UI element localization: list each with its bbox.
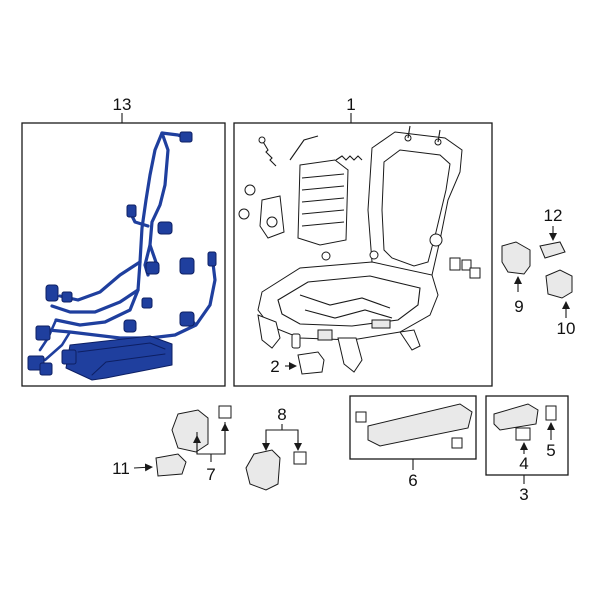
harness-box (21, 122, 226, 387)
part-10[interactable] (545, 269, 573, 299)
callout-8: 8 (277, 405, 286, 424)
callout-12: 12 (544, 206, 563, 225)
covers-group[interactable]: 9 12 10 (501, 206, 576, 338)
callout-6: 6 (408, 471, 417, 490)
callout-10: 10 (557, 319, 576, 338)
callout-8-bracket (265, 424, 299, 446)
part-8b[interactable] (293, 451, 307, 465)
part-7b[interactable] (218, 405, 232, 419)
cover-7-group[interactable]: 7 11 (112, 405, 232, 484)
callout-11: 11 (112, 459, 130, 478)
callout-1: 1 (346, 95, 355, 114)
switch-3-box (485, 395, 569, 476)
callout-5: 5 (546, 441, 555, 460)
callout-11-arrow (133, 463, 153, 472)
part-6-clip-a[interactable] (355, 411, 367, 423)
callout-4: 4 (519, 454, 528, 473)
part-3-bezel[interactable] (493, 403, 539, 431)
switch-3-group[interactable]: 4 5 3 (485, 395, 569, 504)
wire-harness-group[interactable]: 13 (21, 95, 226, 387)
cover-8-group[interactable]: 8 (245, 405, 307, 491)
part-4[interactable] (515, 427, 531, 441)
wire-harness-part[interactable] (27, 131, 217, 381)
seat-frame-group[interactable]: 1 (233, 95, 493, 387)
trim-6-group[interactable]: 6 (349, 395, 477, 490)
callout-3: 3 (519, 485, 528, 504)
part-6[interactable] (367, 403, 473, 447)
seat-frame-part[interactable] (238, 125, 481, 375)
callout-9: 9 (514, 297, 523, 316)
callout-7: 7 (206, 465, 215, 484)
part-9[interactable] (501, 241, 531, 275)
callout-2: 2 (270, 357, 279, 376)
part-12[interactable] (539, 241, 566, 259)
part-8a[interactable] (245, 449, 281, 491)
part-11[interactable] (155, 453, 187, 477)
part-7a[interactable] (171, 409, 209, 453)
part-6-clip-b[interactable] (451, 437, 463, 449)
part-5[interactable] (545, 405, 557, 421)
part-2[interactable] (297, 351, 325, 375)
frame-box (233, 122, 493, 387)
callout-13: 13 (113, 95, 132, 114)
